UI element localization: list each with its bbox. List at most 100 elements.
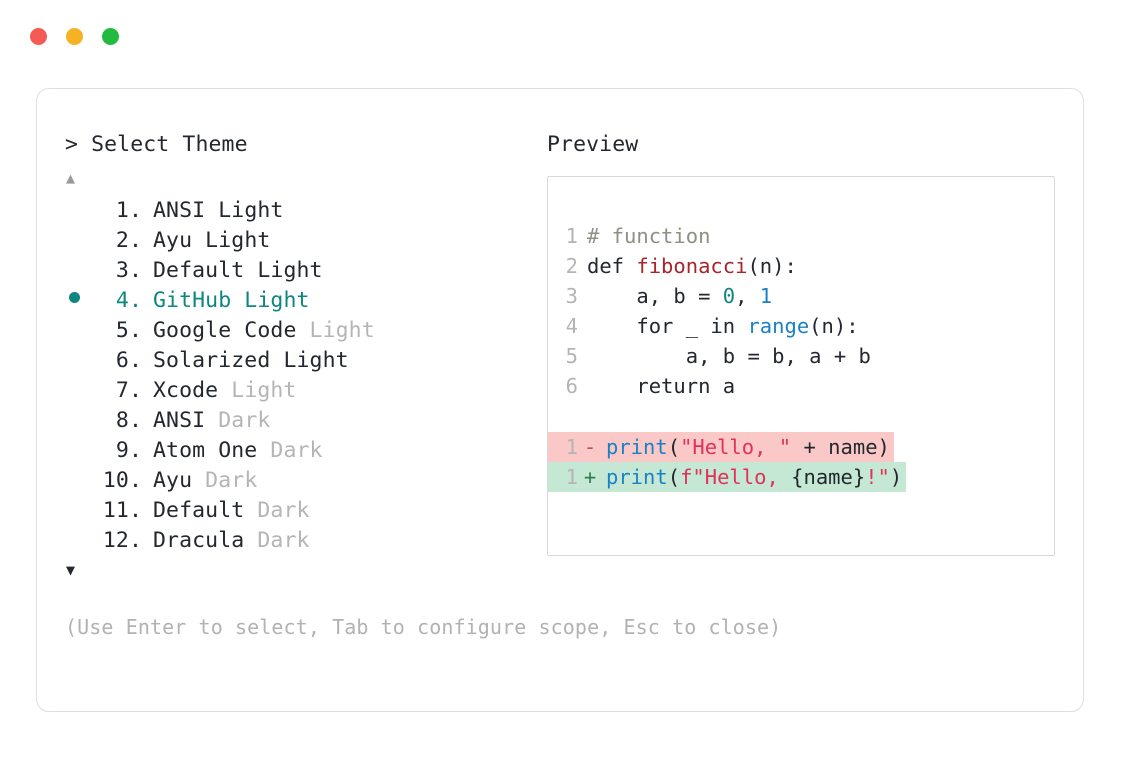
theme-item-number: 10. bbox=[102, 468, 142, 493]
theme-list-item[interactable]: 6. Solarized Light bbox=[65, 346, 539, 376]
code-token: !" bbox=[865, 465, 890, 489]
code-token: ) bbox=[889, 465, 903, 489]
theme-item-label: Ayu Light bbox=[153, 228, 271, 253]
theme-item-number: 12. bbox=[102, 528, 142, 553]
theme-list-item[interactable]: 4. GitHub Light bbox=[65, 286, 539, 316]
diff-added-line: 1+print(f"Hello, {name}!") bbox=[548, 462, 907, 492]
close-dot[interactable] bbox=[30, 28, 47, 45]
theme-item-variant: Dark bbox=[257, 438, 323, 463]
code-token: 1 bbox=[759, 284, 773, 308]
code-line: 4 for _ in range(n): bbox=[548, 311, 1054, 341]
theme-item-variant: Dark bbox=[244, 498, 310, 523]
theme-item-label: Ayu Dark bbox=[153, 468, 258, 493]
theme-item-number: 5. bbox=[115, 318, 142, 343]
theme-item-variant: Light bbox=[192, 228, 271, 253]
theme-item-variant: Dark bbox=[244, 528, 310, 553]
selected-bullet-icon bbox=[65, 287, 95, 317]
theme-item-label: ANSI Light bbox=[153, 198, 284, 223]
theme-item-label: Google Code Light bbox=[153, 318, 375, 343]
theme-list-item[interactable]: 8. ANSI Dark bbox=[65, 406, 539, 436]
scroll-up-icon[interactable]: ▲ bbox=[66, 169, 76, 187]
diff-line-text: print("Hello, " + name) bbox=[600, 432, 894, 462]
theme-item-variant: Light bbox=[205, 198, 284, 223]
theme-item-label: GitHub Light bbox=[153, 288, 310, 313]
code-token: (n): bbox=[747, 254, 797, 278]
window-titlebar bbox=[30, 28, 119, 45]
theme-item-number: 6. bbox=[115, 348, 142, 373]
theme-item-label: Solarized Light bbox=[153, 348, 349, 373]
minimize-dot[interactable] bbox=[66, 28, 83, 45]
theme-item-number: 7. bbox=[115, 378, 142, 403]
code-token: a, b = b, a + b bbox=[587, 344, 871, 368]
theme-list-item[interactable]: 5. Google Code Light bbox=[65, 316, 539, 346]
code-token: (n): bbox=[809, 314, 859, 338]
line-number: 5 bbox=[565, 344, 578, 368]
theme-item-number: 11. bbox=[102, 498, 142, 523]
code-token: print bbox=[606, 435, 668, 459]
code-line-text: return a bbox=[578, 371, 735, 401]
theme-item-variant: Light bbox=[231, 288, 310, 313]
code-token: return a bbox=[587, 374, 736, 398]
code-line-text: for _ in range(n): bbox=[578, 311, 859, 341]
theme-list-item[interactable]: 7.Xcode Light bbox=[65, 376, 539, 406]
theme-item-number: 8. bbox=[115, 408, 142, 433]
theme-list-item[interactable]: 12.Dracula Dark bbox=[65, 526, 539, 556]
line-number: 1 bbox=[565, 224, 578, 248]
code-token: for _ in bbox=[587, 314, 748, 338]
code-token: + name) bbox=[791, 435, 890, 459]
diff-plus-sign: + bbox=[583, 465, 597, 489]
code-line-text: def fibonacci(n): bbox=[578, 251, 797, 281]
theme-picker-card: > Select Theme ▲ 1. ANSI Light 2.Ayu Light… bbox=[36, 88, 1084, 712]
theme-list-item[interactable]: 9.Atom One Dark bbox=[65, 436, 539, 466]
diff-minus-sign: - bbox=[583, 435, 597, 459]
theme-list-item[interactable]: 3. Default Light bbox=[65, 256, 539, 286]
code-token: ( bbox=[667, 465, 681, 489]
code-line: 3 a, b = 0, 1 bbox=[548, 281, 1054, 311]
theme-item-variant: Dark bbox=[192, 468, 258, 493]
theme-item-label: ANSI Dark bbox=[153, 408, 271, 433]
theme-item-variant: Light bbox=[270, 348, 349, 373]
theme-item-number: 3. bbox=[115, 258, 142, 283]
code-token: "Hello, " bbox=[680, 435, 792, 459]
code-token: fibonacci bbox=[636, 254, 748, 278]
theme-item-variant: Light bbox=[218, 378, 297, 403]
code-token: {name} bbox=[791, 465, 866, 489]
code-token: range bbox=[747, 314, 810, 338]
code-line-text: a, b = b, a + b bbox=[578, 341, 871, 371]
code-token: f"Hello, bbox=[680, 465, 792, 489]
theme-list-item[interactable]: 1. ANSI Light bbox=[65, 196, 539, 226]
code-token: # function bbox=[587, 224, 711, 248]
code-line: 5 a, b = b, a + b bbox=[548, 341, 1054, 371]
theme-item-number: 4. bbox=[115, 288, 142, 313]
preview-label: Preview bbox=[547, 132, 639, 157]
diff-line-text: print(f"Hello, {name}!") bbox=[600, 462, 906, 492]
theme-item-label: Default Dark bbox=[153, 498, 310, 523]
theme-item-variant: Light bbox=[296, 318, 375, 343]
diff-removed-line: 1-print("Hello, " + name) bbox=[548, 432, 894, 462]
line-number: 1 bbox=[565, 435, 578, 459]
keyboard-hint: (Use Enter to select, Tab to configure s… bbox=[65, 615, 782, 639]
page-title: > Select Theme bbox=[65, 132, 248, 157]
theme-list-item[interactable]: 2.Ayu Light bbox=[65, 226, 539, 256]
code-token: print bbox=[606, 465, 668, 489]
code-line: 1 # function bbox=[548, 221, 1054, 251]
scroll-down-icon[interactable]: ▼ bbox=[66, 561, 76, 579]
theme-item-variant: Dark bbox=[205, 408, 271, 433]
theme-item-number: 1. bbox=[115, 198, 142, 223]
maximize-dot[interactable] bbox=[102, 28, 119, 45]
code-token: a, b = bbox=[587, 284, 723, 308]
selected-bullet-dot bbox=[69, 292, 80, 303]
theme-list-item[interactable]: 10. Ayu Dark bbox=[65, 466, 539, 496]
code-token: , bbox=[735, 284, 760, 308]
line-number: 4 bbox=[565, 314, 578, 338]
theme-list-item[interactable]: 11. Default Dark bbox=[65, 496, 539, 526]
line-number: 2 bbox=[565, 254, 578, 278]
theme-item-label: Default Light bbox=[153, 258, 323, 283]
line-number: 6 bbox=[565, 374, 578, 398]
code-line: 6 return a bbox=[548, 371, 1054, 401]
theme-item-variant: Light bbox=[244, 258, 323, 283]
